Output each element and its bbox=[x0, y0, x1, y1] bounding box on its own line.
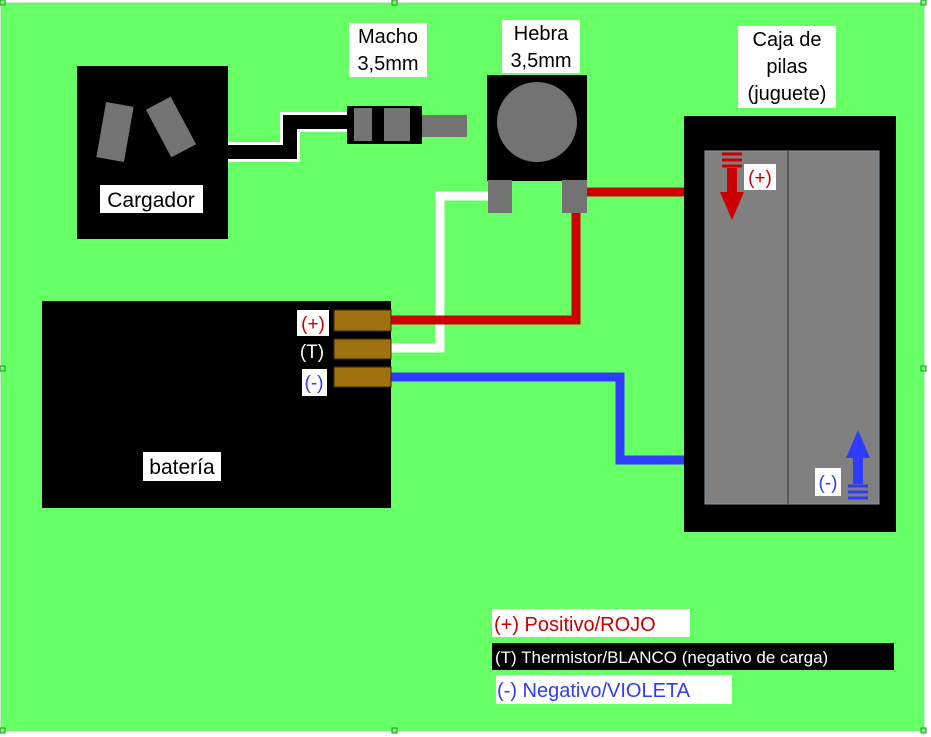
hebra-label-line2: 3,5mm bbox=[510, 50, 571, 72]
legend-thermistor: (T) Thermistor/BLANCO (negativo de carga… bbox=[495, 648, 828, 667]
legend-negative: (-) Negativo/VIOLETA bbox=[497, 680, 691, 702]
round-socket-icon bbox=[497, 82, 577, 162]
charger-label: Cargador bbox=[107, 189, 195, 212]
batt-minus-label: (-) bbox=[305, 373, 324, 394]
box-minus-label: (-) bbox=[819, 473, 838, 494]
jack-pin-left bbox=[488, 180, 512, 213]
macho-label-line1: Macho bbox=[358, 26, 418, 48]
box-plus-label-bg bbox=[744, 164, 776, 190]
batt-plus-label: (+) bbox=[301, 314, 325, 335]
legend-thermistor-bg bbox=[492, 643, 894, 670]
battery-terminal-thermistor bbox=[333, 338, 392, 360]
batt-minus-label-bg bbox=[302, 369, 327, 396]
legend-positive-bg bbox=[492, 609, 690, 637]
battery-label: batería bbox=[149, 456, 215, 479]
caja-label-line2: pilas bbox=[766, 56, 807, 78]
wire-charger-to-plug-core bbox=[228, 115, 350, 159]
jack-pin-right bbox=[562, 180, 587, 213]
plug-prong-icon bbox=[96, 96, 197, 163]
legend-negative-bg bbox=[496, 675, 732, 704]
legend-positive: (+) Positivo/ROJO bbox=[494, 614, 656, 636]
arrow-up-icon bbox=[846, 430, 870, 500]
wire-thermistor-white bbox=[388, 191, 498, 353]
arrow-down-icon bbox=[720, 152, 744, 220]
caja-label-line1: Caja de bbox=[753, 29, 822, 51]
wire-positive-red bbox=[388, 187, 730, 325]
male-plug-3-5mm bbox=[347, 106, 467, 144]
batt-plus-label-bg bbox=[297, 310, 329, 336]
caja-label-line3: (juguete) bbox=[748, 83, 827, 105]
charger-label-bg bbox=[100, 185, 203, 213]
caja-label-bg bbox=[738, 26, 836, 108]
battery-label-bg bbox=[143, 452, 221, 481]
box-plus-label: (+) bbox=[748, 168, 772, 189]
hebra-label-bg bbox=[502, 20, 580, 73]
battery-terminal-positive bbox=[333, 309, 392, 332]
hebra-label-line1: Hebra bbox=[514, 23, 569, 45]
battery-terminal-negative bbox=[333, 366, 392, 388]
macho-label-bg bbox=[349, 23, 427, 77]
batt-t-label: (T) bbox=[300, 342, 324, 363]
box-minus-label-bg bbox=[815, 468, 841, 496]
macho-label-line2: 3,5mm bbox=[357, 53, 418, 75]
